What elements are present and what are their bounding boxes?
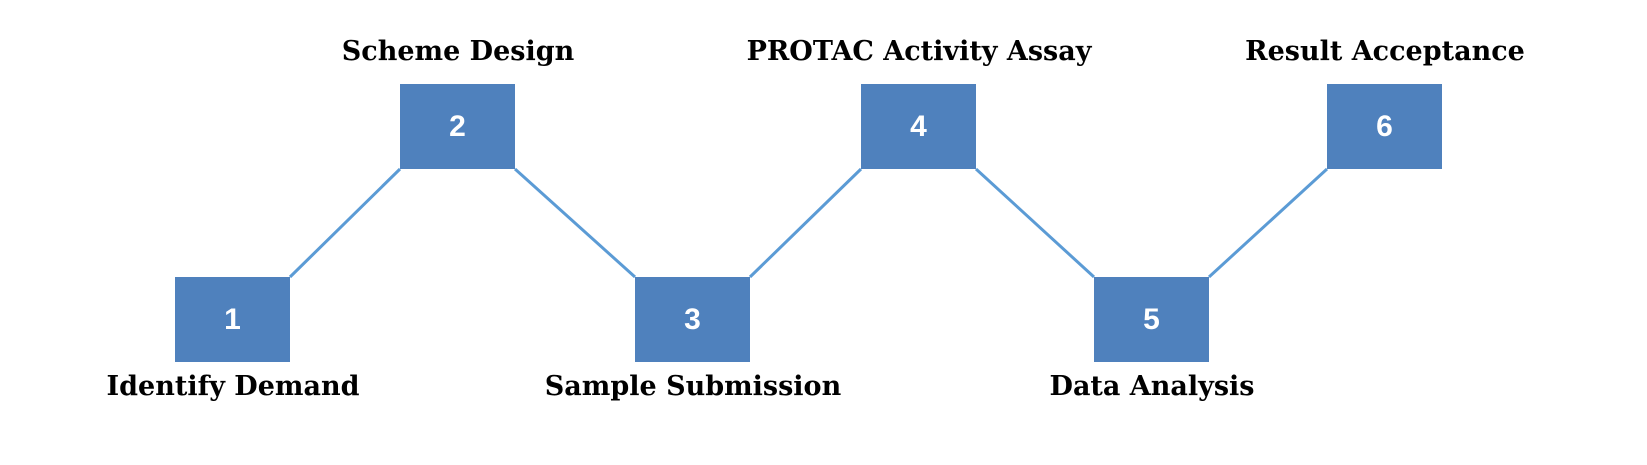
step-1-label: Identify Demand (106, 371, 360, 402)
step-1-number: 1 (224, 302, 241, 336)
step-6-number: 6 (1376, 109, 1393, 143)
step-4-label: PROTAC Activity Assay (746, 36, 1092, 67)
connector-step5-step6 (1207, 167, 1329, 279)
step-1-box: 1 (175, 277, 290, 362)
step-3-label: Sample Submission (544, 371, 842, 402)
step-3-number: 3 (684, 302, 701, 336)
step-2-label: Scheme Design (341, 36, 575, 67)
step-5-number: 5 (1143, 302, 1160, 336)
step-6-box: 6 (1327, 84, 1442, 169)
step-2-number: 2 (449, 109, 466, 143)
connector-step2-step3 (513, 167, 637, 279)
step-2-box: 2 (400, 84, 515, 169)
step-4-number: 4 (910, 109, 927, 143)
step-4-box: 4 (861, 84, 976, 169)
step-6-label: Result Acceptance (1245, 36, 1525, 67)
step-5-box: 5 (1094, 277, 1209, 362)
step-5-label: Data Analysis (1049, 371, 1255, 402)
connector-step3-step4 (748, 167, 863, 279)
step-3-box: 3 (635, 277, 750, 362)
connector-step1-step2 (288, 167, 402, 279)
connector-step4-step5 (974, 167, 1096, 279)
